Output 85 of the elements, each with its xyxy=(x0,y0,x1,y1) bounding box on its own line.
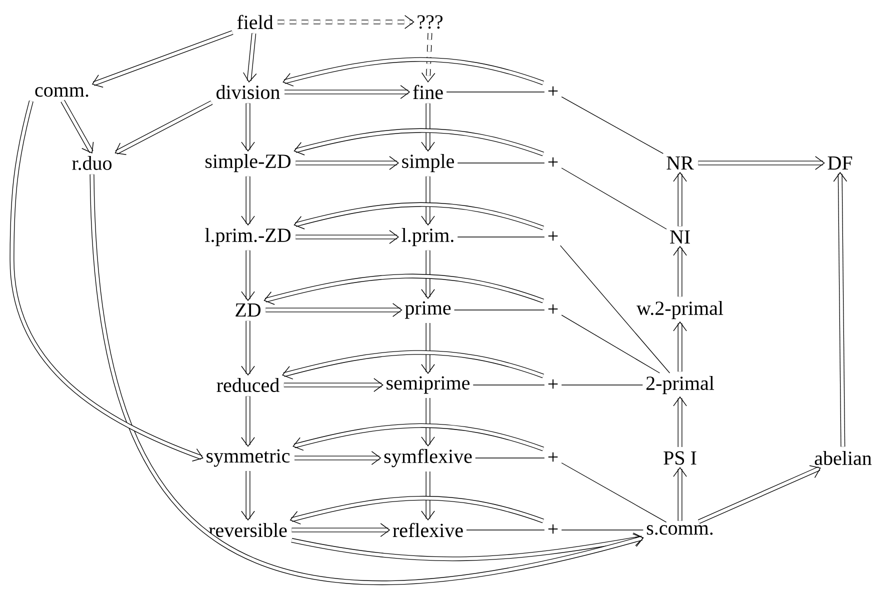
implication-arrow xyxy=(698,156,825,170)
implication-arrow xyxy=(673,246,687,297)
term-label: comm. xyxy=(35,87,88,97)
implication-arrow xyxy=(296,156,400,170)
implication-arrow xyxy=(833,172,848,447)
implication-arrow xyxy=(294,128,544,156)
implication-arrow xyxy=(92,30,234,88)
implication-arrow xyxy=(290,496,544,524)
implication-arrow xyxy=(421,32,436,83)
implication-arrow xyxy=(421,398,435,446)
implication-arrow xyxy=(284,378,384,392)
implication-arrow xyxy=(60,100,94,154)
implication-arrow xyxy=(421,323,435,374)
implication-arrow xyxy=(292,423,544,452)
implication-arrow xyxy=(673,321,687,372)
plus-sign: + xyxy=(548,524,558,534)
implication-arrow xyxy=(296,230,400,244)
connector-line xyxy=(561,168,667,230)
term-label: semiprime xyxy=(386,376,470,394)
implication-arrow xyxy=(278,15,414,29)
implication-arrow xyxy=(282,57,544,86)
plus-sign: + xyxy=(548,452,558,462)
term-label: reflexive xyxy=(392,522,463,538)
connector-line xyxy=(472,384,545,386)
plus-sign: + xyxy=(548,86,558,96)
term-label: w.2-primal xyxy=(636,300,724,320)
implication-arrow xyxy=(266,303,402,317)
implication-arrow xyxy=(294,202,544,230)
implication-arrow xyxy=(421,176,435,226)
connector-line xyxy=(561,462,667,523)
term-label: field xyxy=(237,14,274,30)
term-label: symmetric xyxy=(206,449,290,467)
term-label: reduced xyxy=(216,378,280,392)
implication-arrow xyxy=(673,172,687,226)
plus-sign: + xyxy=(548,379,558,389)
term-label: simple xyxy=(402,154,454,172)
implication-arrow xyxy=(241,396,255,447)
connector-line xyxy=(561,384,643,386)
term-label: l.prim.-ZD xyxy=(205,228,291,246)
term-label: symflexive xyxy=(384,448,472,468)
term-label: fine xyxy=(413,84,443,100)
implication-arrow xyxy=(421,471,435,521)
implication-arrow xyxy=(241,176,255,226)
term-label: r.duo xyxy=(72,156,112,170)
implication-arrow xyxy=(264,274,544,305)
term-label: NI xyxy=(670,230,690,244)
implication-arrow xyxy=(284,85,410,99)
term-label: ??? xyxy=(418,15,442,29)
plus-sign: + xyxy=(548,231,558,241)
term-label: ZD xyxy=(236,303,261,317)
term-label: l.prim. xyxy=(402,228,454,246)
connector-line xyxy=(457,162,545,164)
term-label: PS I xyxy=(664,451,696,465)
implication-arrow xyxy=(241,471,255,521)
term-label: simple-ZD xyxy=(206,154,291,172)
implication-arrow xyxy=(294,451,382,465)
implication-arrow xyxy=(673,467,687,521)
implication-arrow xyxy=(90,174,644,585)
implication-arrow xyxy=(698,465,821,524)
term-label: 2-primal xyxy=(646,376,714,394)
connector-line xyxy=(561,314,660,374)
plus-sign: + xyxy=(548,157,558,167)
implication-arrow xyxy=(114,100,213,155)
implication-arrow xyxy=(243,33,257,83)
implication-arrow xyxy=(241,250,255,302)
term-label: abelian xyxy=(814,450,872,466)
implication-arrow xyxy=(241,103,255,152)
term-label: prime xyxy=(405,301,451,319)
connector-line xyxy=(561,96,664,154)
connector-line xyxy=(560,245,670,374)
term-label: DF xyxy=(828,156,852,170)
implication-arrow xyxy=(241,320,255,376)
plus-sign: + xyxy=(548,304,558,314)
implication-arrow xyxy=(282,350,544,380)
implication-arrow xyxy=(421,103,435,152)
term-label: division xyxy=(216,84,280,100)
implication-arrow xyxy=(673,396,687,448)
term-label: NR xyxy=(666,156,694,170)
implication-arrow xyxy=(292,523,390,537)
implication-arrow xyxy=(421,250,435,299)
term-label: reversible xyxy=(208,522,287,538)
term-label: s.comm. xyxy=(646,525,713,535)
connector-line xyxy=(457,236,545,238)
implication-arrow xyxy=(291,532,644,561)
implication-arrow xyxy=(10,100,204,462)
